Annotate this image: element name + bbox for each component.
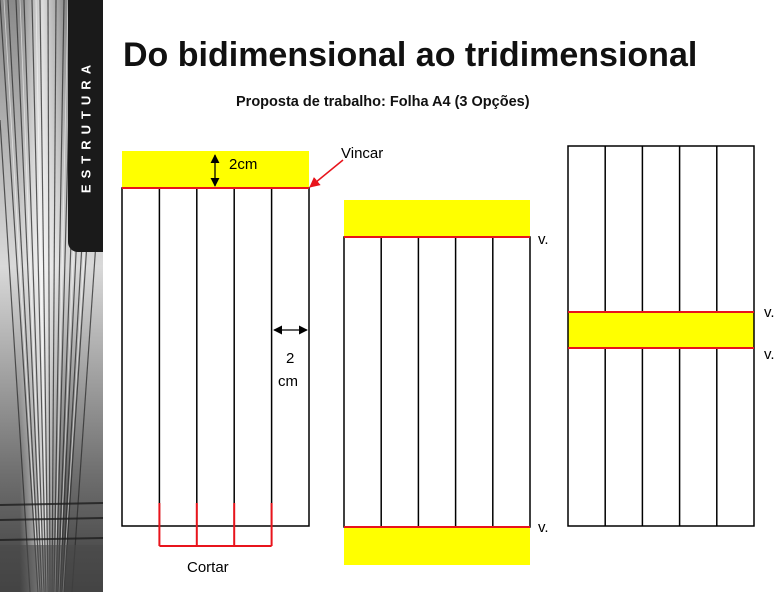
strip-height-label: 2cm — [229, 156, 257, 173]
column-width-label-unit: cm — [278, 373, 298, 390]
fold-top-label: v. — [538, 231, 549, 248]
option-3-diagram: v. v. — [567, 145, 775, 527]
fold-strip-middle — [568, 312, 754, 348]
fold-pointer-arrow — [309, 159, 344, 188]
fold-top-label: v. — [764, 304, 775, 321]
section-tab: ESTRUTURA — [68, 0, 103, 252]
page-subtitle: Proposta de trabalho: Folha A4 (3 Opções… — [236, 94, 530, 110]
option-1-diagram: 2cm Vincar 2 cm Cortar — [121, 145, 383, 576]
page-title: Do bidimensional ao tridimensional — [123, 36, 698, 74]
column-width-label-number: 2 — [286, 350, 294, 367]
fold-label: Vincar — [341, 145, 383, 162]
sheet-outline — [343, 236, 531, 528]
cut-bracket — [158, 503, 273, 547]
fold-bottom-label: v. — [538, 519, 549, 536]
fold-strip-bottom — [344, 527, 530, 565]
option-2-diagram: v. v. — [343, 200, 549, 565]
fold-bottom-label: v. — [764, 346, 775, 363]
cut-label: Cortar — [187, 559, 229, 576]
fold-strip-top — [344, 200, 530, 237]
sheet-outline — [121, 187, 310, 527]
sheet-outline — [567, 145, 755, 527]
